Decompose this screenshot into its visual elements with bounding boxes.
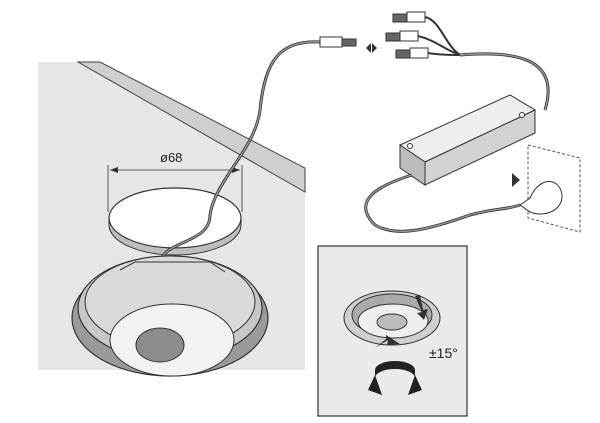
downlight-fixture — [71, 255, 269, 377]
wall-socket — [512, 144, 581, 233]
diameter-dimension: ø68 — [107, 150, 243, 212]
ceiling-cutout — [108, 187, 242, 256]
rotation-inset: ±15° — [317, 245, 468, 417]
plug-connector — [319, 36, 377, 53]
led-driver — [364, 94, 537, 233]
rotation-label: ±15° — [429, 345, 458, 361]
diameter-label: ø68 — [160, 150, 182, 165]
splitter-connectors — [385, 11, 550, 111]
